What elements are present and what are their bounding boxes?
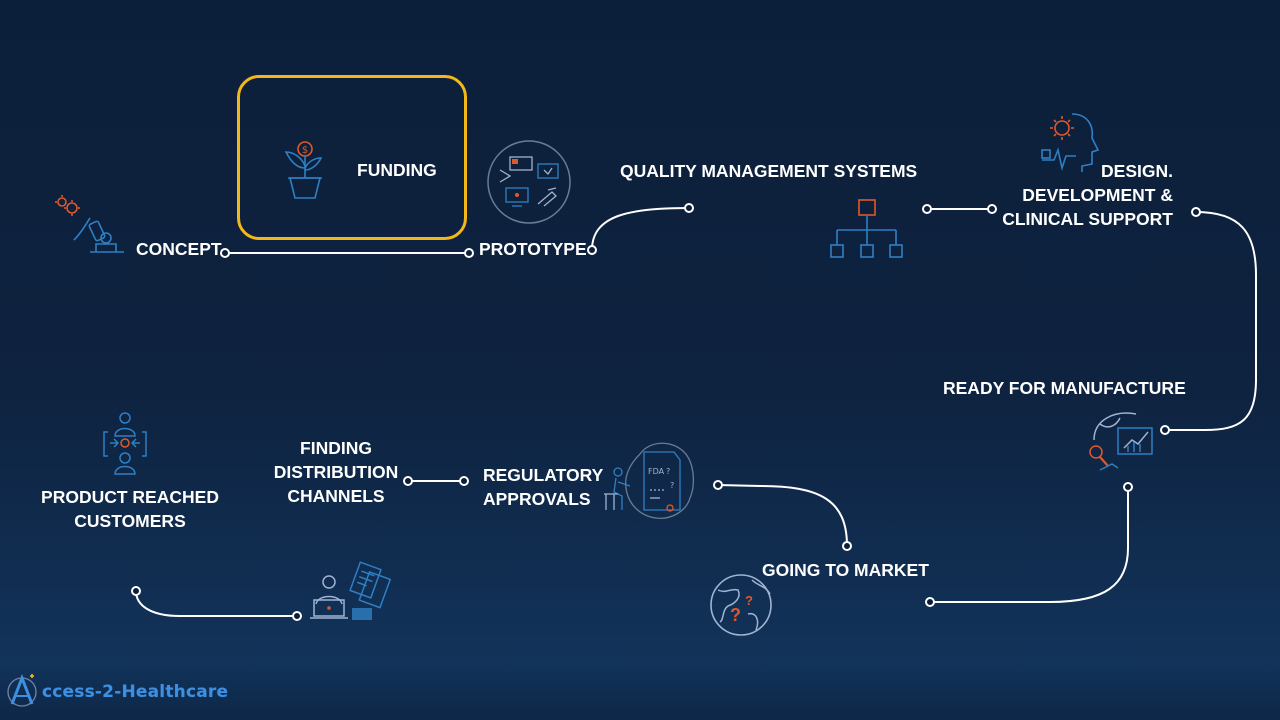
dot — [1160, 425, 1170, 435]
svg-text:$: $ — [302, 145, 308, 156]
globe-magnifier-chart-icon — [1089, 412, 1153, 471]
plant-coin-icon: $ — [284, 141, 323, 199]
globe-question-icon: ? ? — [710, 574, 772, 636]
stage-design-label: DESIGN. DEVELOPMENT & CLINICAL SUPPORT — [1002, 159, 1173, 231]
dot — [220, 248, 230, 258]
stage-qms-label: QUALITY MANAGEMENT SYSTEMS — [620, 161, 918, 181]
stage-market-label: GOING TO MARKET — [762, 560, 929, 580]
stage-distribution-line: FINDING — [300, 438, 372, 458]
dot — [684, 203, 694, 213]
dot — [292, 611, 302, 621]
connectors — [135, 207, 1257, 617]
stage-design-line: DEVELOPMENT & — [1022, 185, 1173, 205]
dot — [131, 586, 141, 596]
brand-logo-icon — [7, 673, 37, 707]
gear-magnifier-icon — [55, 195, 124, 253]
stage-distribution-line: CHANNELS — [287, 486, 385, 506]
stage-concept-label: CONCEPT — [136, 239, 222, 259]
question-mark: ? — [745, 593, 753, 608]
dot — [587, 245, 597, 255]
question-mark: ? — [666, 467, 670, 476]
stage-customers-line: CUSTOMERS — [74, 511, 186, 531]
dot — [987, 204, 997, 214]
stage-regulatory-line: APPROVALS — [483, 489, 591, 509]
head-gear-icon — [1041, 113, 1100, 172]
stage-manufacture-label: READY FOR MANUFACTURE — [943, 378, 1186, 398]
stage-design-line: CLINICAL SUPPORT — [1002, 209, 1173, 229]
connector-prototype-qms — [591, 207, 690, 251]
stage-regulatory-label: REGULATORY APPROVALS — [483, 463, 603, 511]
stage-customers-line: PRODUCT REACHED — [41, 487, 219, 507]
stage-prototype-label: PROTOTYPE — [479, 239, 587, 259]
stage-design-line: DESIGN. — [1101, 161, 1173, 181]
fda-document-person-icon: FDA ? ? — [604, 442, 695, 519]
dot — [1191, 207, 1201, 217]
connector-manufacture-market — [930, 487, 1129, 603]
connector-dots — [131, 203, 1201, 621]
question-mark: ? — [730, 605, 741, 625]
dot — [459, 476, 469, 486]
laptop-documents-icon — [310, 561, 392, 620]
stage-regulatory-line: REGULATORY — [483, 465, 604, 485]
dot — [403, 476, 413, 486]
brand-name: ccess-2-Healthcare — [42, 682, 229, 702]
devices-circle-icon — [487, 140, 571, 224]
question-mark: ? — [670, 481, 674, 490]
dot — [922, 204, 932, 214]
brand-logo: ccess-2-Healthcare — [6, 676, 228, 708]
stage-distribution-line: DISTRIBUTION — [273, 462, 399, 482]
stage-funding-label: FUNDING — [357, 160, 437, 180]
funding-highlight-box — [237, 75, 467, 240]
connector-design-manufacture — [1165, 211, 1257, 431]
org-chart-icon — [830, 199, 903, 258]
dot — [1123, 482, 1133, 492]
connector-market-regulatory — [717, 484, 848, 547]
people-exchange-icon — [103, 412, 147, 475]
stage-distribution-label: FINDING DISTRIBUTION CHANNELS — [266, 436, 406, 508]
dot — [464, 248, 474, 258]
dot — [925, 597, 935, 607]
stage-customers-label: PRODUCT REACHED CUSTOMERS — [40, 485, 220, 533]
dot — [713, 480, 723, 490]
dot — [842, 541, 852, 551]
fda-label: FDA — [648, 467, 665, 476]
connector-distribution-customers — [135, 590, 297, 617]
